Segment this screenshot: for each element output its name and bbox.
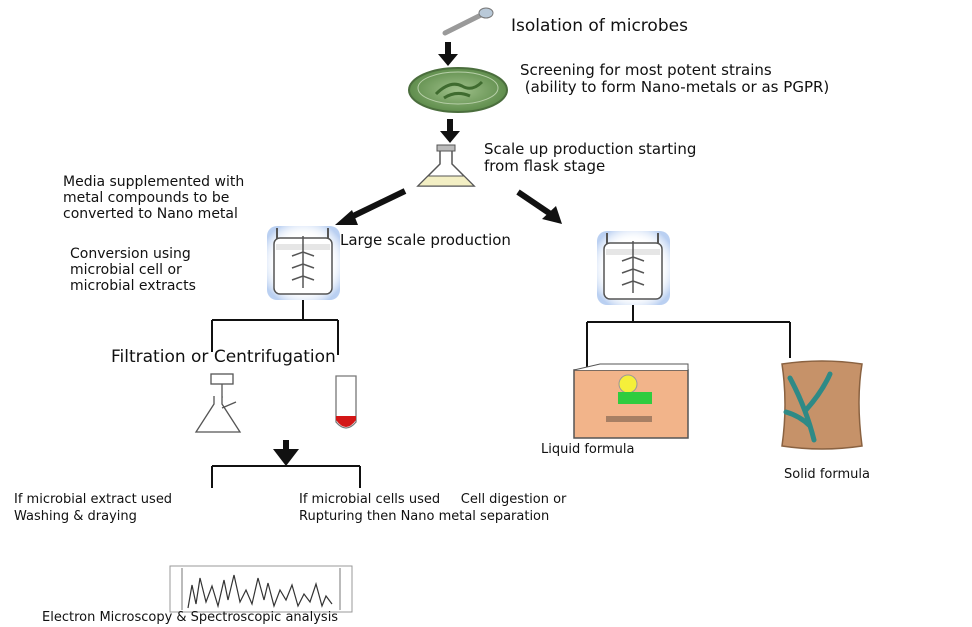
bioreactor-icon [267, 226, 340, 300]
right-branch-connector [586, 305, 791, 370]
bottom-branch-connector [211, 465, 361, 488]
branch-arrow-right [516, 189, 562, 224]
scale-up-label-line1: Scale up production starting [484, 140, 697, 158]
down-arrow-icon [440, 119, 460, 143]
liquid-package-icon [573, 363, 689, 439]
bioreactor-icon [597, 231, 670, 305]
isolation-label: Isolation of microbes [511, 16, 688, 36]
petri-dish-icon [408, 67, 508, 113]
extract-label-line1: If microbial extract used [14, 492, 173, 507]
left-branch-connector [211, 300, 339, 355]
large-scale-label: Large scale production [340, 231, 511, 249]
centrifuge-tube-icon [335, 375, 357, 429]
conversion-label-line1: Conversion using [70, 246, 191, 262]
liquid-formula-label: Liquid formula [541, 442, 635, 457]
scale-up-label-line2: from flask stage [484, 157, 606, 175]
conversion-label-line3: microbial extracts [70, 278, 196, 294]
extract-label-line2: Washing & draying [14, 509, 137, 524]
screening-label-line2: (ability to form Nano-metals or as PGPR) [520, 78, 830, 96]
filtration-flask-icon [194, 373, 242, 433]
media-label-line2: metal compounds to be [63, 190, 230, 206]
cells-label-line1: If microbial cells used Cell digestion o… [299, 492, 567, 507]
analysis-label: Electron Microscopy & Spectroscopic anal… [42, 610, 339, 625]
pipette-icon [442, 7, 494, 36]
solid-formula-label: Solid formula [784, 467, 870, 482]
erlenmeyer-flask-icon [416, 144, 476, 187]
spectrum-chart-icon [169, 565, 353, 613]
conversion-label-line2: microbial cell or [70, 262, 182, 278]
screening-label-line1: Screening for most potent strains [520, 61, 772, 79]
solid-package-icon [781, 360, 863, 450]
media-label-line1: Media supplemented with [63, 174, 245, 190]
cells-label-line2: Rupturing then Nano metal separation [299, 509, 550, 524]
down-arrow-icon [438, 42, 458, 66]
branch-arrow-left [335, 188, 407, 225]
filtration-label: Filtration or Centrifugation [111, 347, 336, 367]
down-arrow-icon [273, 440, 299, 466]
media-label-line3: converted to Nano metal [63, 206, 238, 222]
